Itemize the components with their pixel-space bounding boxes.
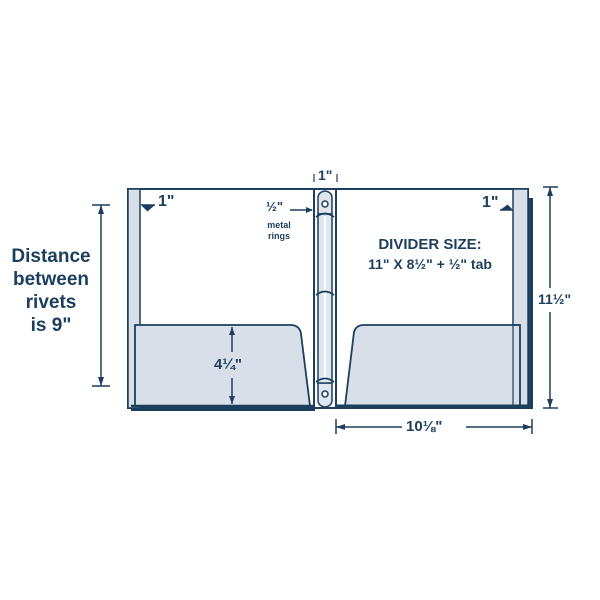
pocket-height-label: 4¼"	[214, 356, 242, 373]
rivet-distance-label: Distance between rivets is 9"	[8, 245, 94, 337]
rivet-label-line3: rivets	[25, 292, 77, 313]
ring-caption-line1: metal	[267, 220, 291, 230]
left-pocket	[134, 324, 312, 407]
pocket-height-dimension	[229, 327, 235, 404]
height-dimension	[543, 186, 558, 409]
divider-size-title: DIVIDER SIZE:	[378, 236, 482, 253]
ring-arrow	[306, 207, 313, 213]
height-label: 11½"	[538, 291, 572, 307]
spine-width-label: 1"	[318, 167, 333, 183]
rivet-label-line4: is 9"	[30, 315, 72, 336]
right-pocket	[343, 324, 521, 407]
top-rivet	[321, 200, 329, 208]
left-panel	[127, 188, 315, 411]
rivet-label-line1: Distance	[11, 246, 91, 267]
left-margin-arrow	[140, 204, 155, 212]
left-margin-label: 1"	[158, 193, 175, 210]
ring-caption: metal rings	[262, 220, 296, 242]
spine	[313, 188, 337, 409]
width-label: 10⅛"	[406, 418, 443, 435]
width-dimension	[335, 419, 533, 434]
rivet-label-line2: between	[12, 269, 90, 290]
right-margin-label: 1"	[482, 194, 499, 211]
right-panel	[335, 188, 533, 409]
ring-size-label: ½"	[266, 199, 284, 214]
ring-caption-line2: rings	[267, 231, 290, 241]
right-margin-arrow	[500, 204, 514, 211]
bottom-rivet	[321, 390, 329, 398]
divider-size-value: 11" X 8½" + ½" tab	[368, 256, 492, 272]
rivet-distance-dimension	[92, 204, 110, 387]
